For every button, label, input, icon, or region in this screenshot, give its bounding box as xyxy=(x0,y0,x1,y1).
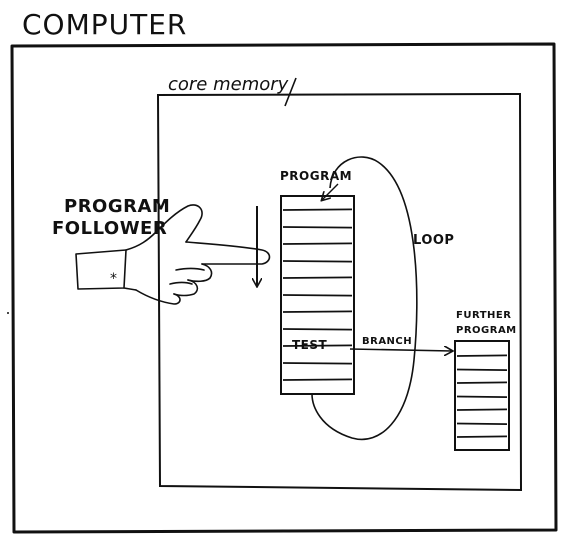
test-label: TEST xyxy=(292,338,328,352)
further-program-row-divider xyxy=(457,397,507,398)
program-follower-label-line1: PROGRAM xyxy=(64,196,170,217)
further-program-label-line2: PROGRAM xyxy=(456,325,517,336)
program-row-divider xyxy=(283,261,352,262)
further-program-row-divider xyxy=(457,409,507,410)
program-row-divider xyxy=(283,243,352,244)
computer-title: COMPUTER xyxy=(22,8,187,41)
program-row-divider xyxy=(283,311,352,312)
program-follower-label-line2: FOLLOWER xyxy=(52,218,167,239)
core-memory-label: core memory xyxy=(168,74,289,95)
program-row-divider xyxy=(283,379,352,380)
further-program-row-divider xyxy=(457,424,507,425)
program-row-divider xyxy=(283,227,352,228)
further-program-row-divider xyxy=(457,370,507,371)
branch-arrow xyxy=(350,349,452,351)
core-memory-box xyxy=(158,94,521,490)
further-program-rows xyxy=(457,355,507,437)
further-program-row-divider xyxy=(457,436,507,437)
further-program-row-divider xyxy=(457,382,507,383)
program-row-divider xyxy=(283,329,352,330)
program-row-divider xyxy=(283,363,352,364)
loop-label: LOOP xyxy=(413,233,454,248)
program-memory-block xyxy=(281,196,354,394)
program-label: PROGRAM xyxy=(280,169,352,183)
loop-curve xyxy=(312,157,417,439)
further-program-row-divider xyxy=(457,355,507,356)
program-row-divider xyxy=(283,277,352,278)
program-row-divider xyxy=(283,295,352,296)
further-program-label-line1: FURTHER xyxy=(456,310,511,321)
cuff-mark: * xyxy=(110,271,117,287)
further-program-block xyxy=(455,341,509,450)
stray-mark xyxy=(7,312,9,314)
branch-label: BRANCH xyxy=(362,336,412,347)
program-rows xyxy=(283,209,352,380)
program-row-divider xyxy=(283,209,352,210)
